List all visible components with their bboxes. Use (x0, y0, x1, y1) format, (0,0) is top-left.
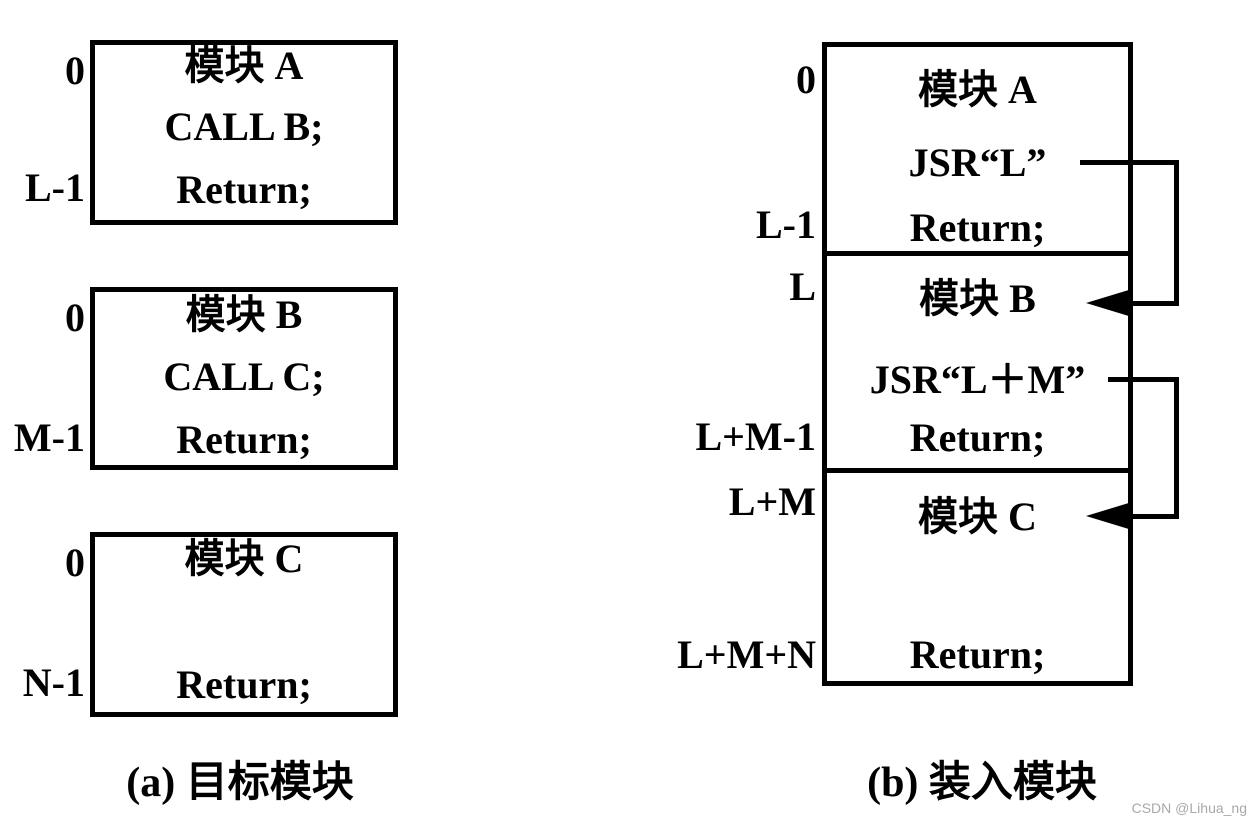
arrow-left-icon (1086, 289, 1132, 317)
jump-connector-1-out-line (1080, 160, 1179, 165)
watermark: CSDN @Lihua_ng (1131, 800, 1247, 816)
section-divider-bc (822, 468, 1133, 473)
load-module-a-title: 模块 A (918, 67, 1037, 112)
address-label-l-plus-m: L+M (728, 479, 816, 524)
jump-connector-1-down-line (1174, 160, 1179, 305)
load-module-a-return-line: Return; (909, 205, 1046, 250)
load-module-a-jsr-line: JSR“L” (908, 140, 1047, 185)
address-label-c-start: 0 (65, 540, 85, 585)
address-label-l-minus-1: L-1 (756, 202, 816, 247)
load-module-c-title: 模块 C (918, 494, 1037, 539)
arrow-left-icon (1086, 502, 1132, 530)
jump-connector-2-in-line (1131, 514, 1179, 519)
address-label-l-plus-m-minus-1: L+M-1 (695, 414, 816, 459)
load-module-b-return-line: Return; (909, 415, 1046, 460)
address-label-l-plus-m-plus-n: L+M+N (677, 632, 816, 677)
address-label-l: L (789, 264, 816, 309)
module-c-return-line: Return; (176, 662, 312, 707)
address-label-0: 0 (796, 57, 816, 102)
load-module-b-title: 模块 B (919, 276, 1036, 321)
address-label-b-start: 0 (65, 295, 85, 340)
module-b-call-line: CALL C; (163, 354, 325, 399)
module-a-title: 模块 A (184, 43, 304, 88)
address-label-b-end: M-1 (13, 415, 85, 460)
jump-connector-2-down-line (1174, 377, 1179, 519)
section-divider-ab (822, 251, 1133, 256)
address-label-c-end: N-1 (22, 660, 85, 705)
module-a-call-line: CALL B; (164, 104, 324, 149)
caption-panel-b: (b) 装入模块 (867, 760, 1097, 806)
module-b-title: 模块 B (185, 292, 303, 337)
module-c-title: 模块 C (184, 536, 304, 581)
target-module-box-c (90, 532, 398, 717)
jump-connector-2-out-line (1108, 377, 1179, 382)
address-label-a-start: 0 (65, 48, 85, 93)
load-module-c-return-line: Return; (909, 632, 1046, 677)
target-module-box-b (90, 287, 398, 470)
load-module-b-jsr-line: JSR“L＋M” (869, 357, 1086, 402)
module-b-return-line: Return; (176, 417, 312, 462)
load-module-box (822, 42, 1133, 686)
target-module-box-a (90, 40, 398, 225)
address-label-a-end: L-1 (25, 165, 85, 210)
module-a-return-line: Return; (176, 167, 312, 212)
jump-connector-1-in-line (1131, 301, 1179, 306)
caption-panel-a: (a) 目标模块 (126, 760, 354, 806)
